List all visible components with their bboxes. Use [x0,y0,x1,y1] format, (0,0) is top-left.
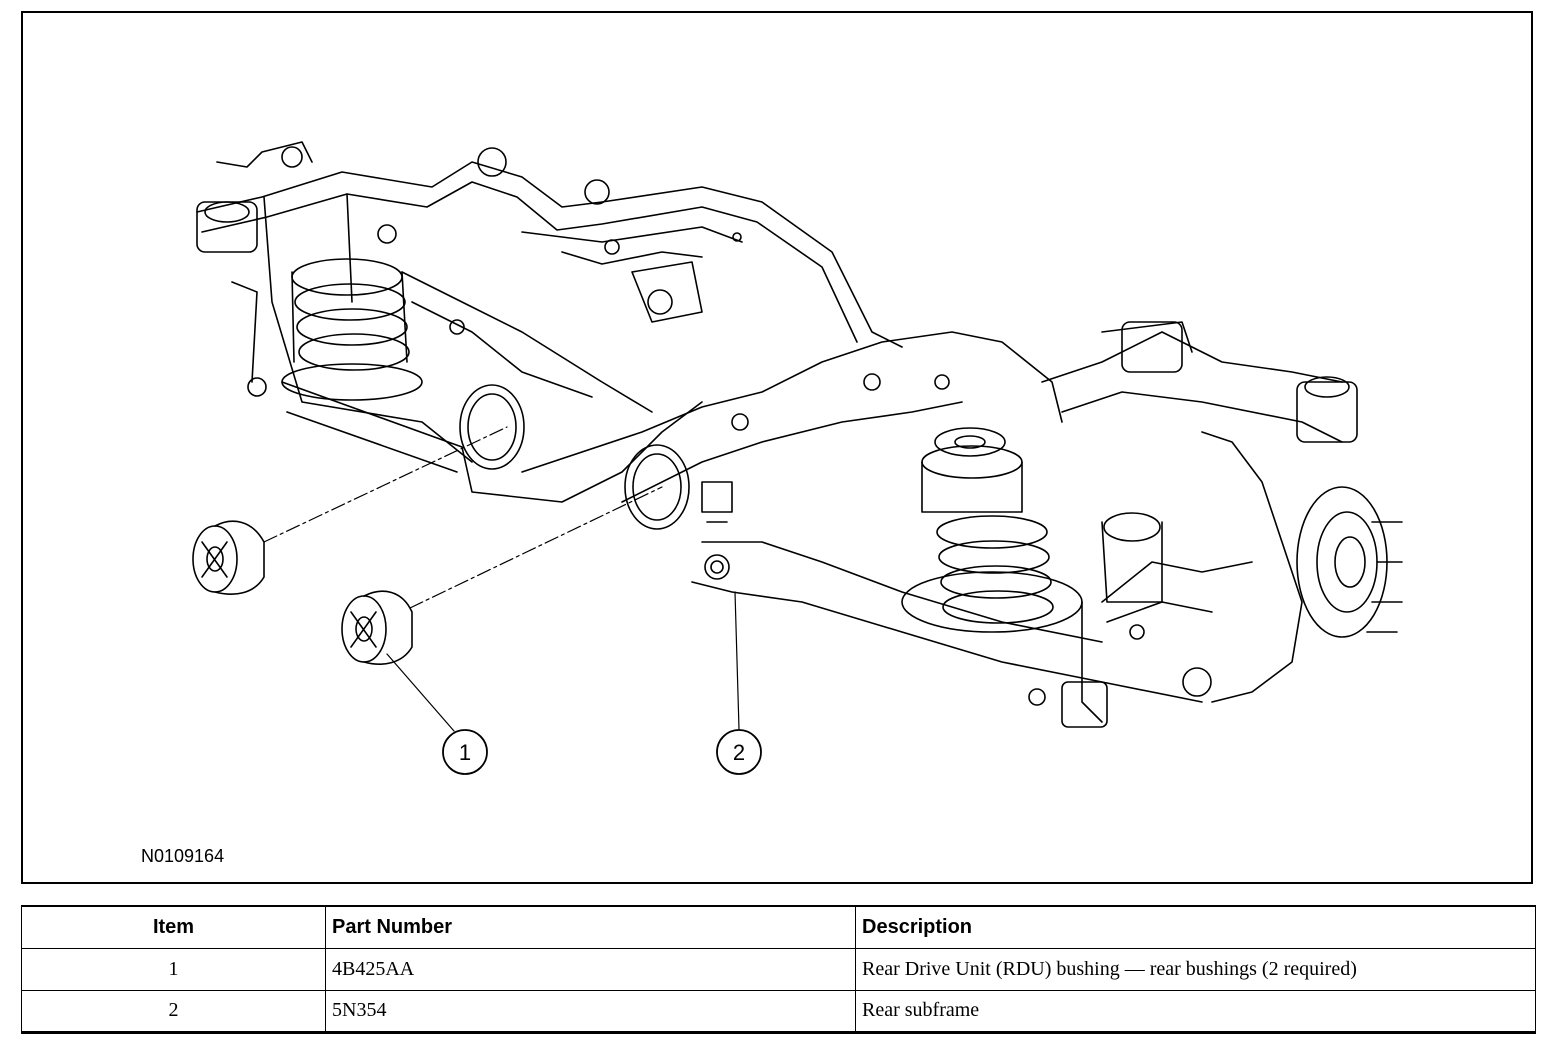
callout-1-label: 1 [459,740,471,765]
figure-id: N0109164 [141,846,225,866]
parts-table: Item Part Number Description 1 4B425AA R… [21,905,1536,1034]
callout-2-label: 2 [733,740,745,765]
callout-2: 2 [716,729,762,775]
header-part-number: Part Number [325,905,856,949]
left-coil-spring [281,258,423,401]
diagram-figure: 1 2 N0109164 [21,11,1533,884]
cell-item: 2 [21,989,326,1033]
cell-description: Rear subframe [855,989,1536,1033]
rear-subframe-illustration: 1 2 [192,141,1403,775]
right-coil-spring [901,427,1083,633]
subframe-front-crossmember [521,331,1203,703]
callout-1: 1 [442,729,488,775]
cell-item: 1 [21,947,326,991]
rdu-bushing-upper [192,520,265,595]
table-header-row: Item Part Number Description [21,905,1536,949]
left-upper-mounts [196,141,703,397]
left-side-rail [281,271,703,503]
table-row: 2 5N354 Rear subframe [21,989,1536,1033]
right-side-rail [1041,321,1358,603]
callout-leader-lines [386,591,740,732]
cell-part-number: 5N354 [325,989,856,1033]
cell-description: Rear Drive Unit (RDU) bushing — rear bus… [855,947,1536,991]
header-description: Description [855,905,1536,949]
subframe-rear-crossmember [196,161,903,463]
header-item: Item [21,905,326,949]
right-lower-arm [1028,561,1253,728]
table-row: 1 4B425AA Rear Drive Unit (RDU) bushing … [21,947,1536,991]
right-wheel-hub [1201,431,1403,703]
installation-leader-lines [263,426,663,609]
cell-part-number: 4B425AA [325,947,856,991]
rdu-bushing-lower [341,590,413,665]
